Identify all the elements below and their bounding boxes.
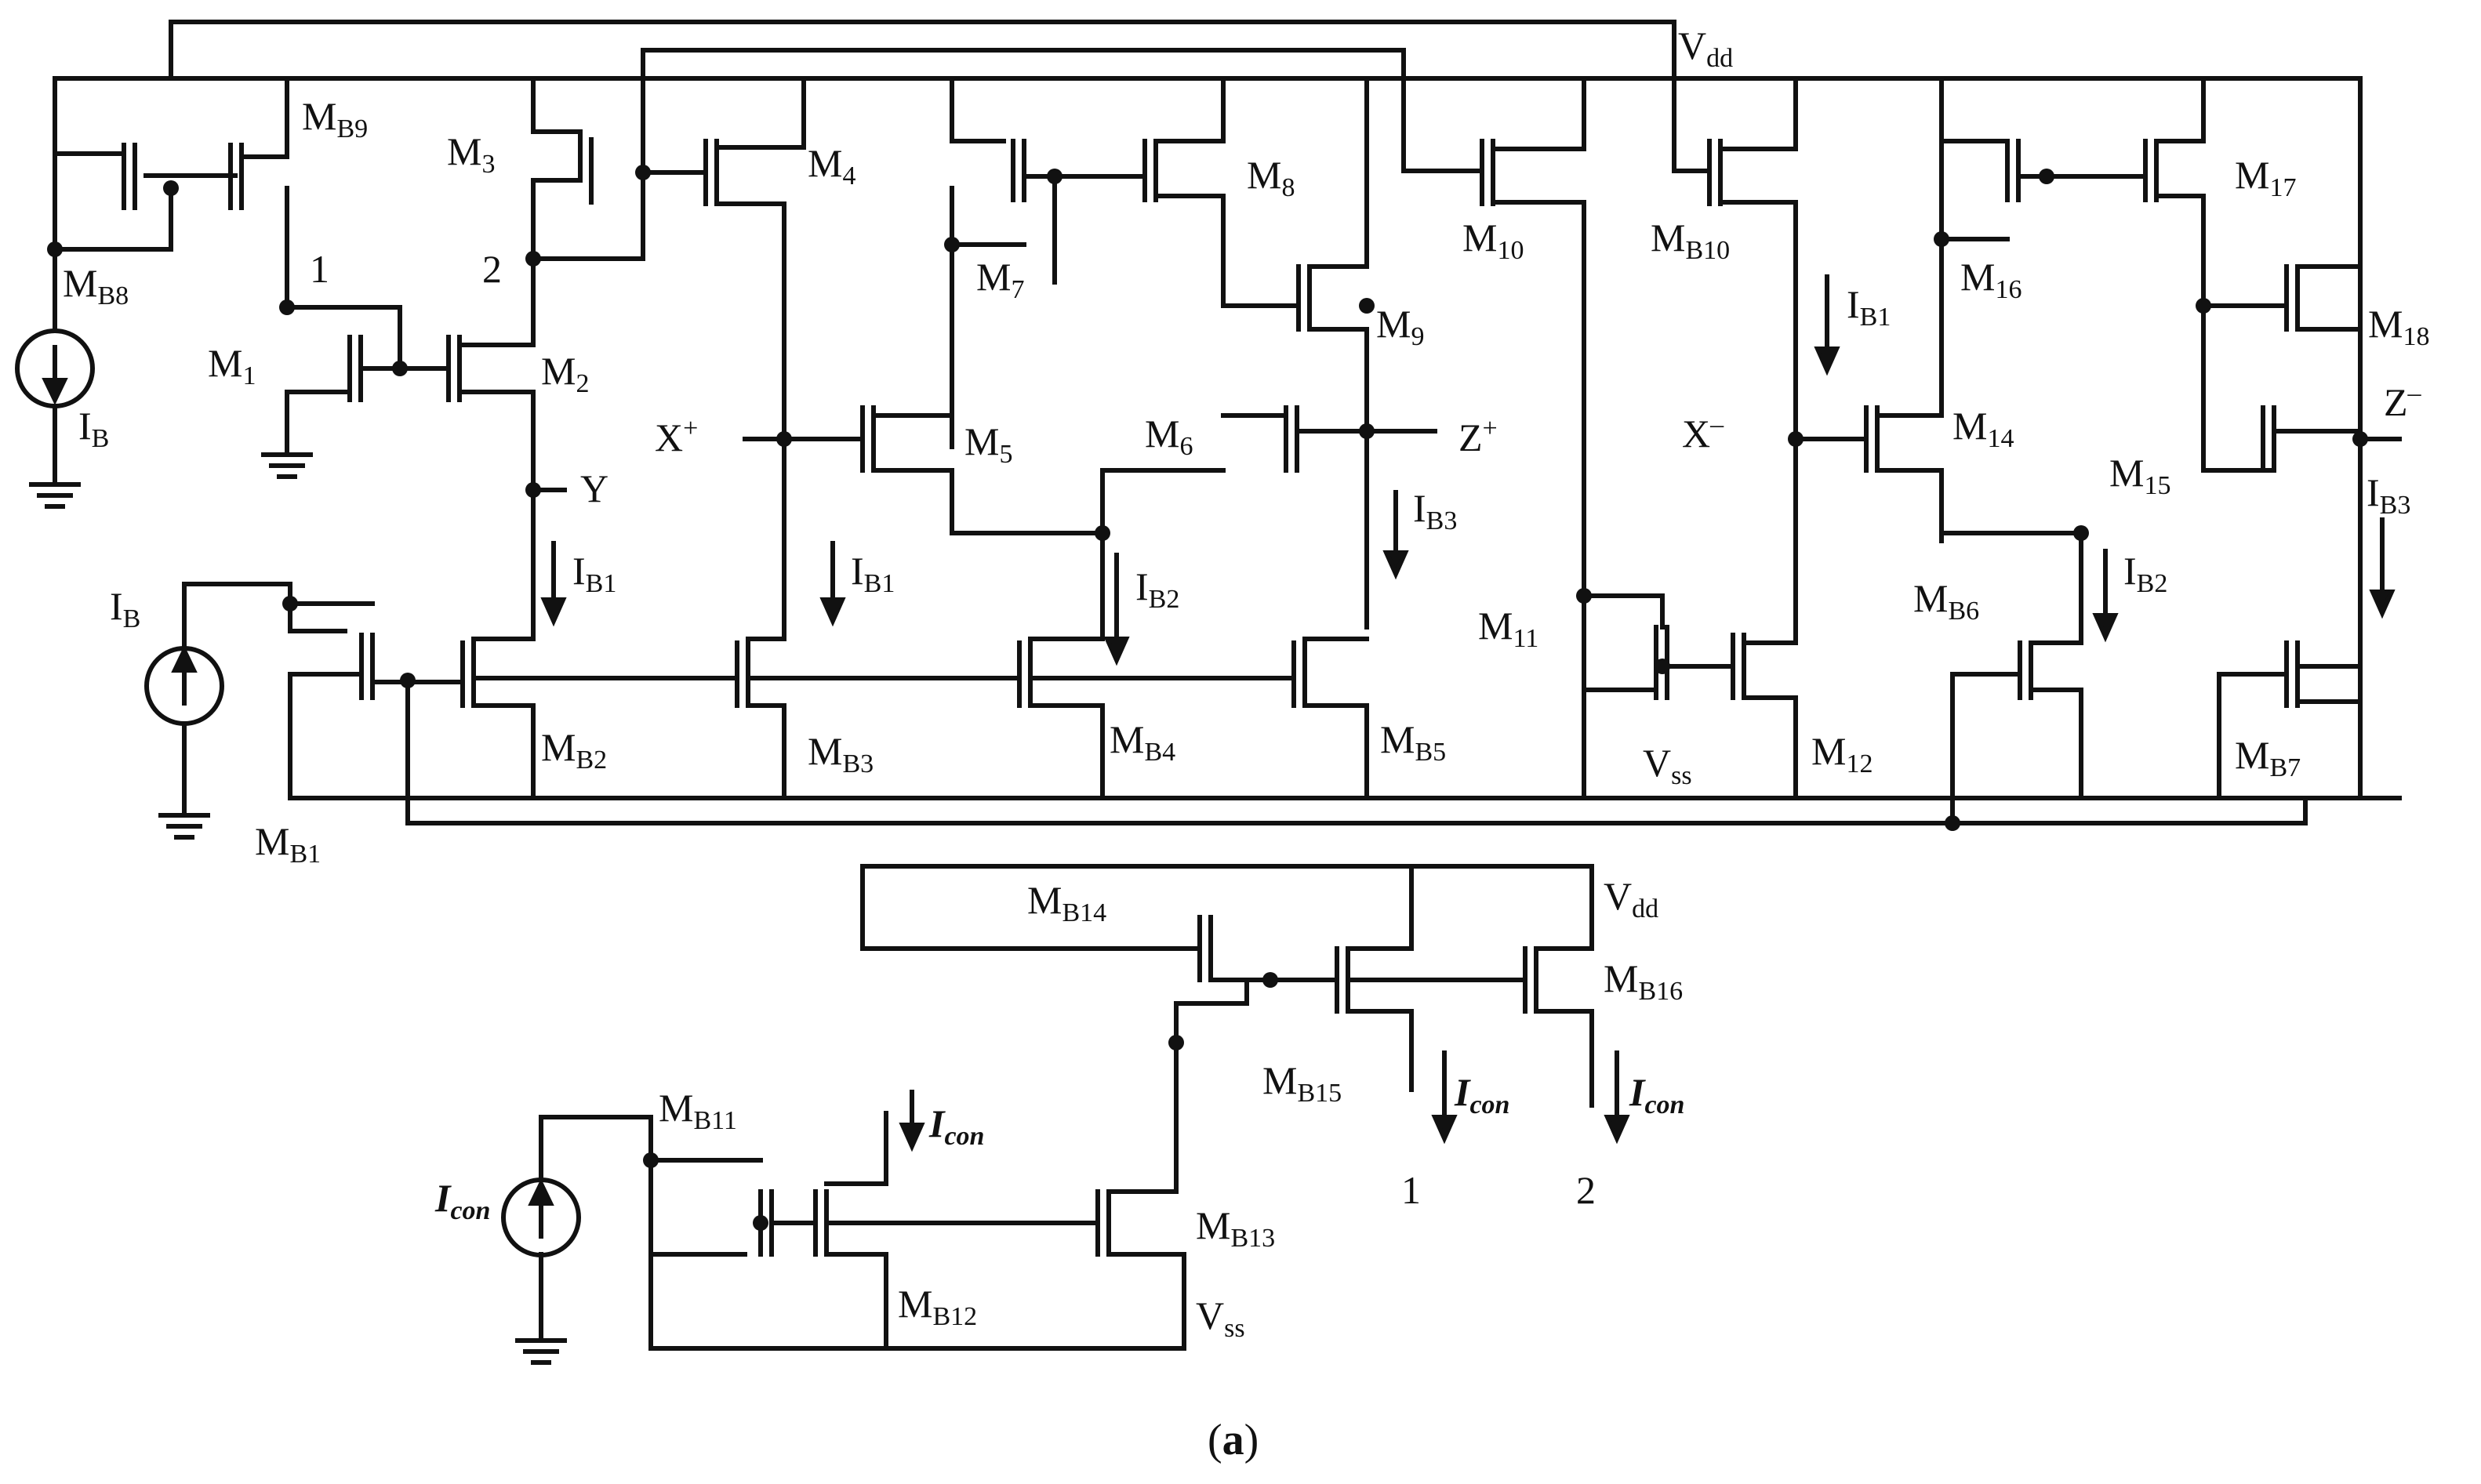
- label-mb12: MB12: [898, 1282, 977, 1331]
- label-m17: M17: [2235, 153, 2296, 202]
- label-mb15: MB15: [1262, 1058, 1342, 1108]
- label-ib1-c: IB1: [1847, 282, 1891, 332]
- label-icon-3: Icon: [1629, 1070, 1684, 1119]
- label-mb3: MB3: [808, 729, 874, 778]
- label-icon-1: Icon: [928, 1101, 984, 1151]
- label-icon-src: Icon: [434, 1176, 490, 1225]
- label-m3: M3: [447, 129, 495, 179]
- label-vss-bias: Vss: [1196, 1294, 1245, 1343]
- label-m11: M11: [1478, 604, 1538, 653]
- label-mb9: MB9: [302, 94, 368, 143]
- label-mb8: MB8: [63, 261, 129, 310]
- label-m6: M6: [1145, 412, 1193, 461]
- label-mb13: MB13: [1196, 1203, 1275, 1253]
- label-mb4: MB4: [1110, 717, 1175, 767]
- label-m8: M8: [1247, 153, 1295, 202]
- label-vdd-top: Vdd: [1678, 24, 1733, 73]
- label-m5: M5: [964, 419, 1012, 469]
- label-ib1-a: IB1: [572, 549, 616, 598]
- label-ib3-a: IB3: [1413, 486, 1457, 535]
- label-m18: M18: [2368, 302, 2429, 351]
- label-ib-top: IB: [78, 404, 109, 453]
- label-mb1: MB1: [255, 819, 321, 869]
- current-labels: IB IB IB1 IB1 IB2 IB3 IB1 IB2 IB3 Icon I…: [78, 282, 2410, 1225]
- label-mb16: MB16: [1604, 956, 1683, 1006]
- label-mb7: MB7: [2235, 733, 2301, 782]
- label-m10: M10: [1462, 216, 1524, 265]
- label-node-xm: X–: [1682, 410, 1724, 455]
- label-ib2-b: IB2: [2123, 549, 2167, 598]
- label-m12: M12: [1811, 729, 1873, 778]
- node-labels: 1 2 Y X+ Z+ X– Z– 1 2: [310, 247, 2422, 1212]
- label-ib-bottom: IB: [110, 584, 140, 633]
- label-node-2-bias: 2: [1576, 1168, 1596, 1212]
- supply-labels: Vdd Vss Vdd Vss: [1196, 24, 1733, 1343]
- label-m14: M14: [1952, 404, 2014, 453]
- label-mb2: MB2: [541, 725, 607, 775]
- figure-caption: (a): [1208, 1416, 1259, 1464]
- label-m7: M7: [976, 255, 1024, 304]
- label-mb6: MB6: [1913, 576, 1979, 626]
- label-node-2-top: 2: [482, 247, 502, 291]
- label-node-zm: Z–: [2384, 379, 2422, 424]
- wiring: [15, 20, 2402, 1365]
- label-mb5: MB5: [1380, 717, 1446, 767]
- label-m15: M15: [2109, 451, 2170, 500]
- transistor-labels: MB8 MB9 M1 M2 M3 M4 M5 M6 M7 M8 M9 M10 M…: [63, 94, 2429, 1331]
- label-mb10: MB10: [1651, 216, 1730, 265]
- label-ib1-b: IB1: [851, 549, 895, 598]
- junction-dots: [47, 165, 2368, 1231]
- label-mb11: MB11: [659, 1086, 737, 1135]
- label-node-1-bias: 1: [1401, 1168, 1421, 1212]
- label-m1: M1: [208, 341, 256, 390]
- label-ib2-a: IB2: [1135, 564, 1179, 614]
- label-node-1-top: 1: [310, 247, 329, 291]
- current-arrows: [42, 274, 2396, 1239]
- label-node-y: Y: [580, 466, 608, 510]
- label-ib3-b: IB3: [2367, 470, 2410, 520]
- label-m9: M9: [1376, 302, 1424, 351]
- label-m4: M4: [808, 141, 855, 190]
- label-vss-mid: Vss: [1643, 741, 1692, 790]
- label-vdd-bias: Vdd: [1604, 874, 1658, 923]
- label-mb14: MB14: [1027, 878, 1106, 927]
- label-icon-2: Icon: [1454, 1070, 1509, 1119]
- label-m16: M16: [1960, 255, 2021, 304]
- label-node-zp: Z+: [1458, 414, 1498, 459]
- label-node-xp: X+: [655, 414, 698, 459]
- label-m2: M2: [541, 349, 589, 398]
